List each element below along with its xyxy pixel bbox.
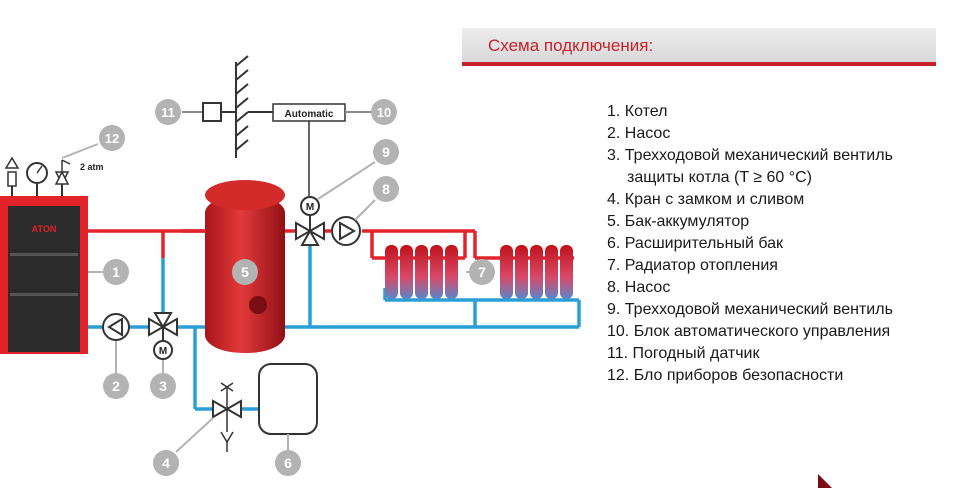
callouts: 1 2 3 4 5 6 7 8 9 10 11 12 xyxy=(99,99,495,476)
callout-7: 7 xyxy=(469,259,495,285)
callout-2: 2 xyxy=(103,373,129,399)
callout-9: 9 xyxy=(373,139,399,165)
pressure-label: 2 atm xyxy=(80,162,104,172)
callout-1: 1 xyxy=(103,259,129,285)
svg-text:3: 3 xyxy=(159,378,167,394)
svg-text:7: 7 xyxy=(478,264,486,280)
callout-11: 11 xyxy=(155,99,181,125)
weather-sensor xyxy=(182,102,236,122)
legend-item: 3. Трехходовой механический вентиль xyxy=(607,147,893,164)
legend-item: 11. Погодный датчик xyxy=(607,345,760,362)
legend-item: 7. Радиатор отопления xyxy=(607,257,778,274)
svg-text:4: 4 xyxy=(162,455,170,471)
svg-text:1: 1 xyxy=(112,264,120,280)
legend-item-continuation: защиты котла (T ≥ 60 °C) xyxy=(627,169,812,186)
callout-3: 3 xyxy=(150,373,176,399)
motor-label-9: M xyxy=(306,202,314,213)
pump-8-icon xyxy=(331,216,361,246)
radiator-left xyxy=(385,245,458,299)
svg-text:10: 10 xyxy=(377,105,391,120)
boiler-brand: ATON xyxy=(32,224,57,234)
callout-12: 12 xyxy=(99,125,125,151)
legend-item: 2. Насос xyxy=(607,125,671,142)
wall xyxy=(235,55,249,158)
section-header: Схема подключения: xyxy=(462,28,936,66)
svg-text:9: 9 xyxy=(382,144,390,160)
legend-item: 4. Кран с замком и сливом xyxy=(607,191,805,208)
callout-4: 4 xyxy=(153,450,179,476)
three-way-valve-9-icon: M xyxy=(295,196,325,246)
radiator-right xyxy=(500,245,573,299)
pump-2-icon xyxy=(102,313,130,341)
automatic-label: Automatic xyxy=(285,109,334,120)
legend-item: 10. Блок автоматического управления xyxy=(607,323,891,340)
svg-text:12: 12 xyxy=(105,131,119,146)
legend-item: 6. Расширительный бак xyxy=(607,235,784,252)
motor-label-3: M xyxy=(159,346,167,357)
svg-text:11: 11 xyxy=(161,105,175,120)
three-way-valve-3-icon: M xyxy=(148,312,178,360)
callout-6: 6 xyxy=(275,450,301,476)
legend-item: 12. Бло приборов безопасности xyxy=(607,367,844,384)
expansion-tank-6 xyxy=(258,363,318,435)
callout-8: 8 xyxy=(373,176,399,202)
automatic-control-block: Automatic xyxy=(248,103,371,196)
callout-leaders xyxy=(61,143,472,453)
legend-item: 9. Трехходовой механический вентиль xyxy=(607,301,893,318)
callout-10: 10 xyxy=(371,99,397,125)
legend-item: 5. Бак-аккумулятор xyxy=(607,213,750,230)
corner-arrow-icon xyxy=(818,474,832,488)
header-title: Схема подключения: xyxy=(488,36,654,55)
svg-text:5: 5 xyxy=(241,264,249,280)
svg-text:2: 2 xyxy=(112,378,120,394)
svg-text:8: 8 xyxy=(382,181,390,197)
legend-item: 1. Котел xyxy=(607,103,668,120)
legend-item: 8. Насос xyxy=(607,279,671,296)
drain-valve-4-icon xyxy=(212,382,242,452)
svg-text:6: 6 xyxy=(284,455,292,471)
legend-list: 1. Котел 2. Насос 3. Трехходовой механич… xyxy=(607,101,893,387)
callout-5: 5 xyxy=(232,259,258,285)
boiler: ATON 2 atm xyxy=(0,156,104,354)
